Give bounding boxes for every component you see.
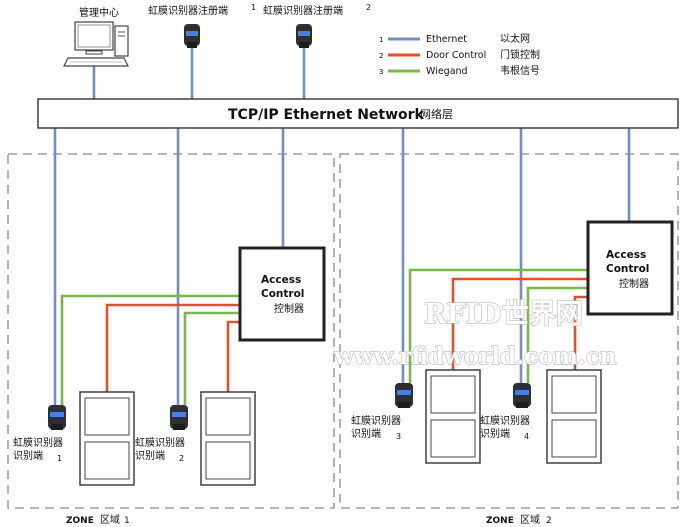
door-1 (79, 391, 135, 486)
controller-2-line2: Control (606, 263, 649, 275)
reader-4-line1: 虹膜识别器 (480, 415, 530, 427)
watermark-line2: www.rfidworld.com.cn (333, 343, 617, 370)
legend-num-2: 2 (379, 52, 383, 60)
zone-2-cn: 区域 (520, 513, 540, 526)
legend-num-3: 3 (379, 68, 383, 76)
iris-reader-2-icon (170, 405, 188, 430)
access-controller-2: Access Control 控制器 (586, 220, 674, 316)
registration-1-label: 虹膜识别器注册端 (148, 4, 228, 17)
registration-2-number: 2 (366, 3, 371, 12)
door-2 (200, 391, 256, 486)
door-3 (425, 369, 481, 464)
zone-2-label: ZONE (486, 516, 514, 526)
reader-4-number: 4 (524, 432, 529, 441)
iris-reader-4-icon (513, 383, 531, 408)
zone-1-cn: 区域 (100, 513, 120, 526)
door-control-link-door-4 (573, 295, 588, 370)
legend-num-1: 1 (379, 36, 383, 44)
reader-1-line1: 虹膜识别器 (13, 437, 63, 449)
registration-2-label: 虹膜识别器注册端 (263, 4, 343, 17)
zone-1-number: 1 (124, 516, 130, 526)
zone-2-number: 2 (546, 516, 552, 526)
controller-2-line1: Access (606, 249, 646, 261)
network-title: TCP/IP Ethernet Network (228, 107, 425, 123)
controller-2-line3: 控制器 (619, 277, 649, 290)
registration-1-number: 1 (251, 3, 256, 12)
network-subtitle: 网络层 (420, 107, 453, 121)
zone-2-border (339, 153, 679, 509)
legend-name-ethernet: Ethernet (426, 34, 467, 45)
iris-registration-2-icon (296, 24, 312, 48)
zone-1-label: ZONE (66, 516, 94, 526)
reader-1-line2: 识别端 (13, 449, 43, 462)
wiegand-links (60, 268, 588, 405)
wiegand-link-reader-2 (183, 311, 240, 405)
wiegand-link-reader-1 (60, 294, 240, 405)
controller-1-line2: Control (261, 288, 304, 300)
reader-3-number: 3 (396, 432, 401, 441)
zone-1-border (7, 153, 335, 509)
door-control-links (105, 277, 588, 392)
reader-1-number: 1 (57, 454, 62, 463)
reader-4-line2: 识别端 (480, 427, 510, 440)
reader-2-line2: 识别端 (135, 449, 165, 462)
wiegand-link-reader-4 (526, 286, 588, 383)
door-4 (546, 369, 602, 464)
reader-2-number: 2 (179, 454, 184, 463)
legend-cn-door-control: 门锁控制 (500, 48, 540, 61)
reader-2-line1: 虹膜识别器 (135, 437, 185, 449)
legend: 1 Ethernet 以太网 2 Door Control 门锁控制 3 Wie… (379, 32, 540, 77)
door-control-link-door-1 (105, 303, 240, 392)
iris-registration-1-icon (184, 24, 200, 48)
controller-1-line1: Access (261, 274, 301, 286)
legend-name-wiegand: Wiegand (426, 66, 468, 77)
iris-reader-3-icon (395, 383, 413, 408)
reader-3-line2: 识别端 (351, 427, 381, 440)
management-label: 管理中心 (79, 6, 119, 19)
wiegand-link-reader-3 (408, 268, 588, 383)
watermark-line1: RFID世界网 (424, 299, 583, 330)
controller-1-line3: 控制器 (274, 302, 304, 315)
door-control-link-door-2 (226, 320, 240, 392)
legend-name-door-control: Door Control (426, 50, 486, 61)
management-computer-icon (63, 21, 129, 67)
ethernet-links (53, 48, 631, 405)
legend-cn-ethernet: 以太网 (500, 32, 530, 45)
reader-3-line1: 虹膜识别器 (351, 415, 401, 427)
network-bar (37, 98, 679, 129)
access-controller-1: Access Control 控制器 (238, 246, 326, 342)
iris-reader-1-icon (48, 405, 66, 430)
door-control-link-door-3 (451, 277, 588, 370)
legend-cn-wiegand: 韦根信号 (500, 64, 540, 77)
